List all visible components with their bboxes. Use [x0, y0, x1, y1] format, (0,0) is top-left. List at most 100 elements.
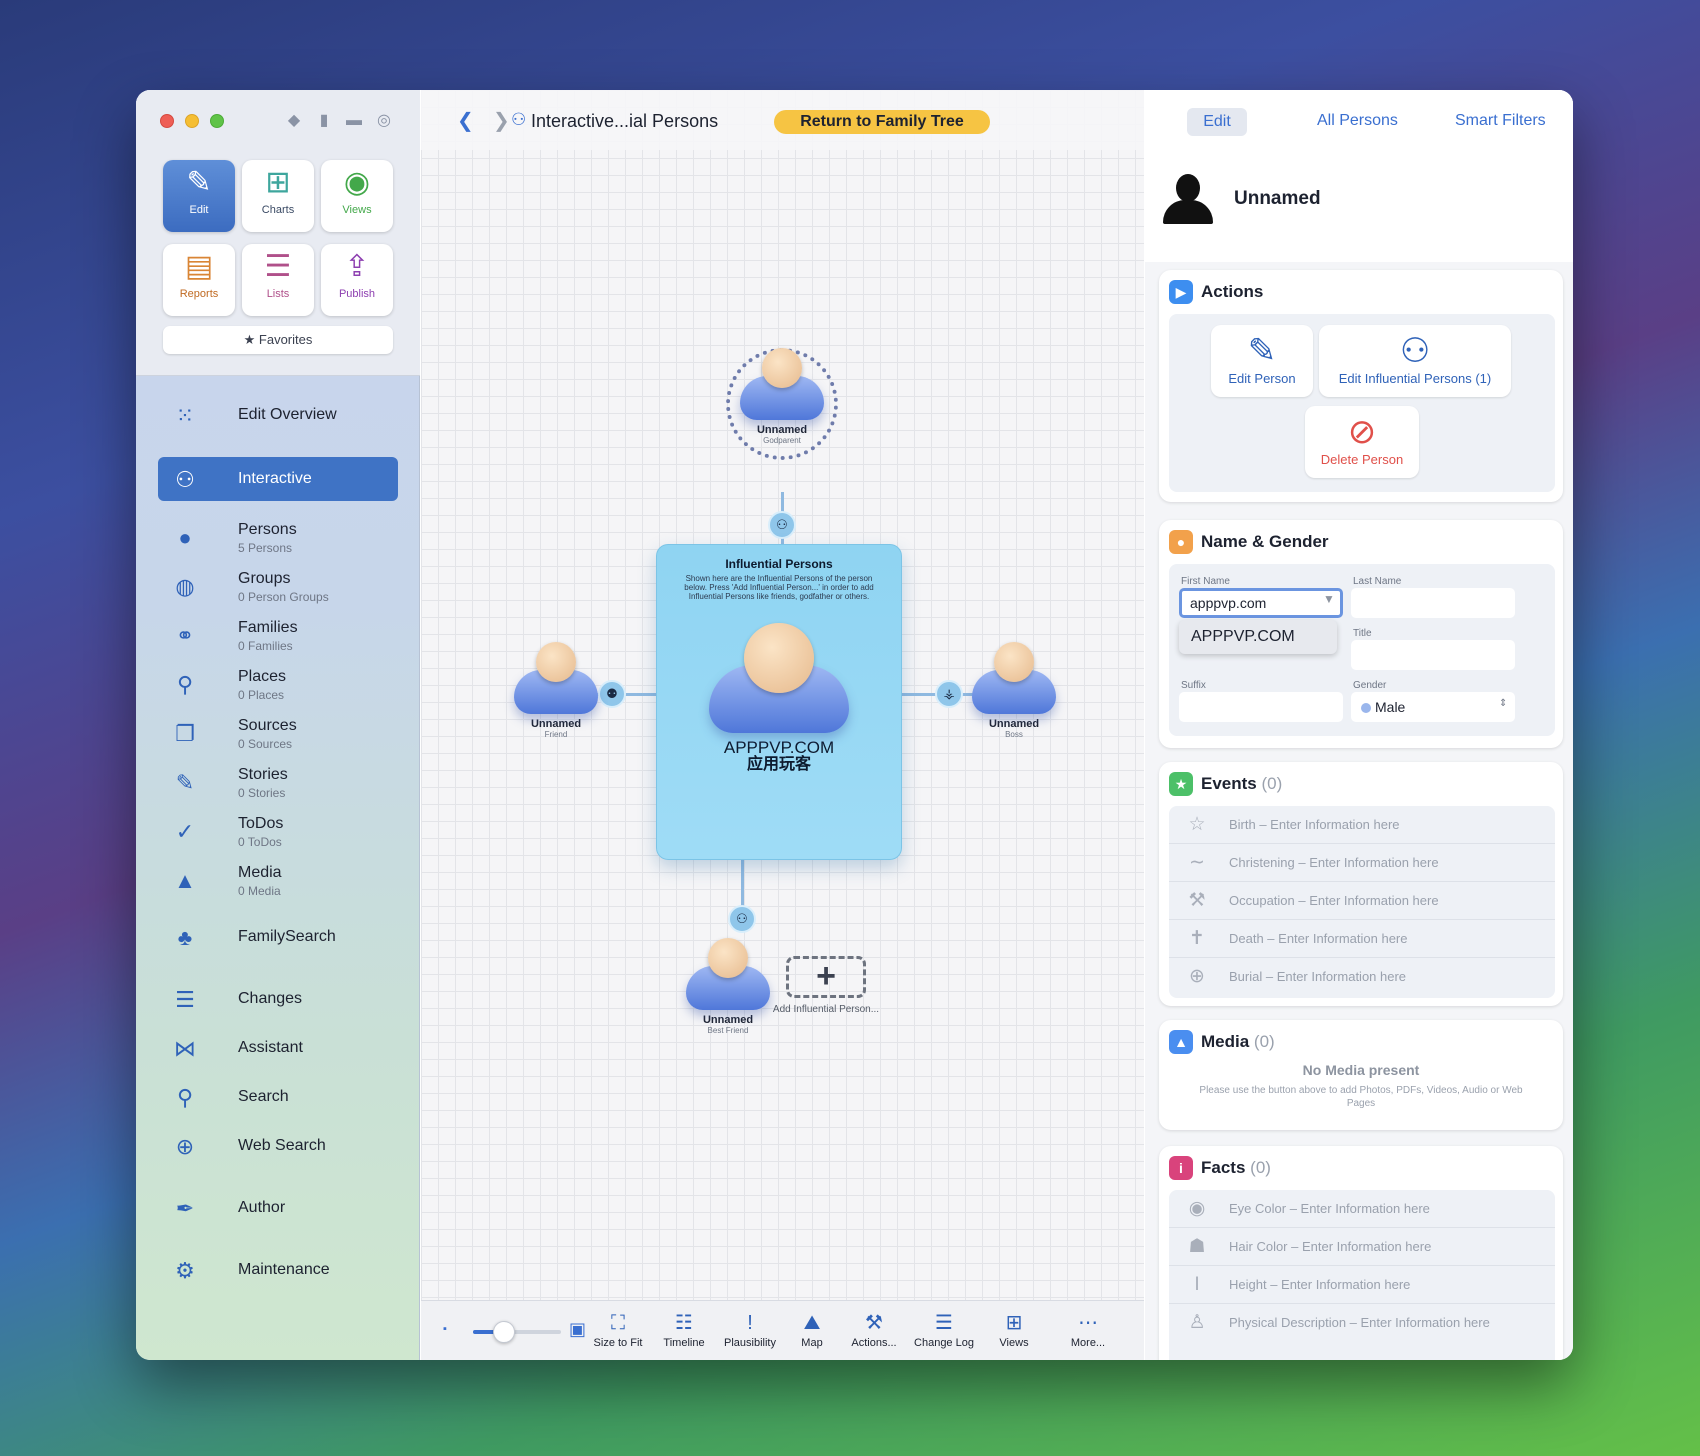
close-window-button[interactable] [160, 114, 174, 128]
connector-best-friend [741, 860, 744, 920]
event-row-burial[interactable]: ⊕ Burial – Enter Information here [1169, 958, 1555, 996]
change-log-button[interactable]: ☰ Change Log [909, 1309, 979, 1349]
suffix-field[interactable] [1179, 692, 1343, 722]
fingerprint-icon[interactable]: ◎ [377, 112, 391, 129]
event-row-birth[interactable]: ☆ Birth – Enter Information here [1169, 806, 1555, 844]
tag-icon[interactable]: ◆ [287, 112, 301, 129]
add-influential-person-button[interactable]: + Add Influential Person... [772, 956, 880, 1015]
event-row-death[interactable]: ✝ Death – Enter Information here [1169, 920, 1555, 958]
first-name-field[interactable]: apppvp.com [1179, 588, 1343, 618]
influential-persons-card[interactable]: Influential Persons Shown here are the I… [656, 544, 902, 860]
person-node-godparent[interactable]: Unnamed Godparent [727, 348, 837, 445]
nav-families[interactable]: ⚭ Families 0 Families [158, 613, 398, 657]
bookmark-icon[interactable]: ▮ [319, 112, 329, 129]
nav-web-search[interactable]: ⊕ Web Search [158, 1124, 398, 1168]
reports-icon: ▤ [184, 250, 214, 283]
nav-stories[interactable]: ✎ Stories 0 Stories [158, 760, 398, 804]
nav-search[interactable]: ⚲ Search [158, 1075, 398, 1119]
nav-familysearch[interactable]: ♣ FamilySearch [158, 915, 398, 959]
person-header: Unnamed [1145, 152, 1573, 262]
avatar [740, 348, 824, 420]
map-button[interactable]: ⛰ Map [777, 1309, 847, 1349]
plausibility-button[interactable]: ! Plausibility [715, 1309, 785, 1349]
person-node-friend[interactable]: Unnamed Friend [501, 642, 611, 739]
nav-assistant[interactable]: ⋈ Assistant [158, 1026, 398, 1070]
event-row-occupation[interactable]: ⚒ Occupation – Enter Information here [1169, 882, 1555, 920]
actions-card: ▶ Actions ✎ Edit Person ⚇ Edit Influenti… [1159, 270, 1563, 502]
tile-lists[interactable]: ☰ Lists [242, 244, 314, 316]
maintenance-icon: ⚙ [175, 1258, 195, 1283]
nav-groups[interactable]: ◍ Groups 0 Person Groups [158, 564, 398, 608]
nav-author[interactable]: ✒ Author [158, 1186, 398, 1230]
map-pin-icon: ⚲ [176, 672, 194, 697]
delete-person-button[interactable]: ⊘ Delete Person [1305, 406, 1419, 478]
media-card: ▲ Media (0) No Media present Please use … [1159, 1020, 1563, 1130]
timeline-button[interactable]: ☷ Timeline [649, 1309, 719, 1349]
tab-edit[interactable]: Edit [1187, 108, 1247, 136]
autocomplete-suggestion[interactable]: APPPVP.COM [1179, 620, 1337, 654]
person-node-boss[interactable]: Unnamed Boss [959, 642, 1069, 739]
nav-edit-overview[interactable]: ⁙ Edit Overview [158, 393, 398, 437]
nav-changes[interactable]: ☰ Changes [158, 977, 398, 1021]
tile-publish[interactable]: ⇪ Publish [321, 244, 393, 316]
minimize-window-button[interactable] [185, 114, 199, 128]
zoom-slider[interactable] [473, 1321, 561, 1343]
views-button[interactable]: ⊞ Views [979, 1309, 1049, 1349]
car-icon[interactable]: ▬ [346, 112, 362, 129]
tile-reports[interactable]: ▤ Reports [163, 244, 235, 316]
families-rings-icon: ⚭ [175, 623, 195, 648]
favorites-button[interactable]: ★ Favorites [163, 326, 393, 354]
return-to-family-tree-button[interactable]: Return to Family Tree [774, 110, 990, 134]
combo-arrow-icon[interactable]: ▼ [1323, 592, 1335, 606]
nav-places[interactable]: ⚲ Places 0 Places [158, 662, 398, 706]
star-badge-icon: ★ [1169, 772, 1193, 796]
edit-influential-persons-button[interactable]: ⚇ Edit Influential Persons (1) [1319, 325, 1511, 397]
tile-edit[interactable]: ✎ Edit [163, 160, 235, 232]
back-chevron-icon[interactable]: ❮ [457, 110, 474, 132]
person-name: Unnamed [1234, 188, 1321, 209]
fact-row-eye-color[interactable]: ◉ Eye Color – Enter Information here [1169, 1190, 1555, 1228]
title-field[interactable] [1351, 640, 1515, 670]
tab-smart-filters[interactable]: Smart Filters [1455, 112, 1546, 129]
forward-chevron-icon[interactable]: ❯ [493, 110, 510, 132]
last-name-field[interactable] [1351, 588, 1515, 618]
more-button[interactable]: ⋯ More... [1053, 1309, 1123, 1349]
person-icon: ● [178, 525, 192, 550]
search-icon: ⚲ [176, 1085, 194, 1110]
event-row-christening[interactable]: ∼ Christening – Enter Information here [1169, 844, 1555, 882]
person-node-best-friend[interactable]: Unnamed Best Friend [673, 938, 783, 1035]
tile-views[interactable]: ◉ Views [321, 160, 393, 232]
nav-todos[interactable]: ✓ ToDos 0 ToDos [158, 809, 398, 853]
figure-icon: ♙ [1188, 1312, 1206, 1333]
zoom-slider-knob[interactable] [492, 1321, 515, 1343]
ellipsis-icon: ⋯ [1078, 1312, 1098, 1334]
nav-maintenance[interactable]: ⚙ Maintenance [158, 1248, 398, 1292]
eye-icon: ◉ [1188, 1198, 1206, 1219]
tab-all-persons[interactable]: All Persons [1317, 112, 1398, 129]
name-gender-card: ● Name & Gender First Name apppvp.com ▼ … [1159, 520, 1563, 748]
nav-sources[interactable]: ❐ Sources 0 Sources [158, 711, 398, 755]
avatar [686, 938, 770, 1010]
checkmark-circle-icon: ✓ [175, 819, 195, 844]
tile-charts[interactable]: ⊞ Charts [242, 160, 314, 232]
gender-select[interactable]: Male [1351, 692, 1515, 722]
hierarchy-badge-icon: ⚶ [935, 680, 963, 708]
actions-button[interactable]: ⚒ Actions... [839, 1309, 909, 1349]
fact-row-physical-description[interactable]: ♙ Physical Description – Enter Informati… [1169, 1304, 1555, 1342]
cross-icon: ✝ [1189, 928, 1205, 949]
hair-icon: ☗ [1188, 1236, 1206, 1257]
nav-interactive[interactable]: ⚇ Interactive [158, 457, 398, 501]
nav-persons[interactable]: ● Persons 5 Persons [158, 515, 398, 559]
avatar [514, 642, 598, 714]
up-down-arrows-icon: ⇕ [1499, 698, 1508, 709]
size-to-fit-button[interactable]: ⛶ Size to Fit [583, 1309, 653, 1349]
edit-person-button[interactable]: ✎ Edit Person [1211, 325, 1313, 397]
lists-icon: ☰ [264, 250, 292, 283]
interactive-canvas[interactable]: ❮ ❯ ⚇ Interactive...ial Persons Return t… [421, 90, 1250, 1360]
bowtie-icon: ⋈ [174, 1036, 196, 1061]
best-friends-badge-icon: ⚇ [728, 905, 756, 933]
zoom-window-button[interactable] [210, 114, 224, 128]
fact-row-hair-color[interactable]: ☗ Hair Color – Enter Information here [1169, 1228, 1555, 1266]
nav-media[interactable]: ▲ Media 0 Media [158, 858, 398, 902]
fact-row-height[interactable]: I Height – Enter Information here [1169, 1266, 1555, 1304]
